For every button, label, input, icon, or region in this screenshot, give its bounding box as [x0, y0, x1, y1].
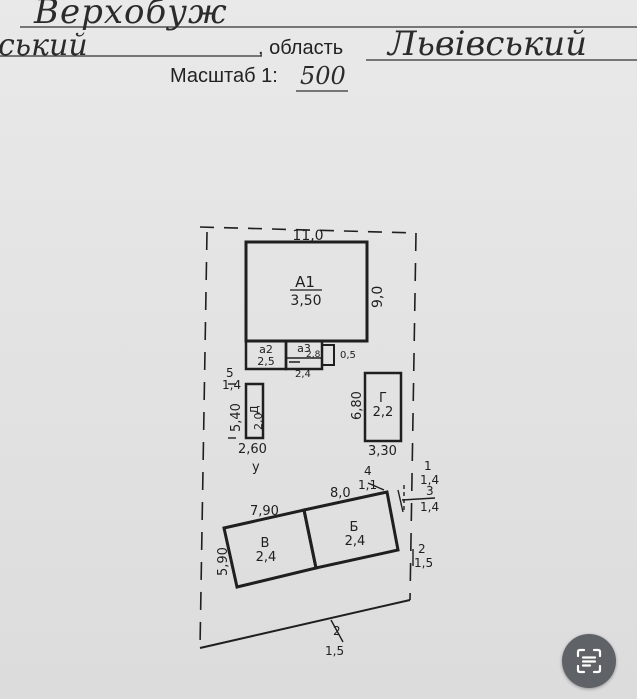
dim-v-top: 7,90 [250, 504, 279, 519]
building-v [222, 508, 318, 589]
dim-g-side: 6,80 [350, 391, 365, 420]
building-b [302, 490, 400, 570]
scale-label: Масштаб 1: [170, 65, 278, 87]
dim-b-top: 8,0 [330, 486, 351, 501]
mark-5: 5 [226, 366, 234, 380]
mark-2: 2 [418, 542, 426, 556]
dim-d-bottom: 2,60 [238, 442, 267, 457]
mark-1-dist: 1,4 [420, 473, 439, 487]
building-g [363, 371, 403, 443]
mark-2b-dist: 1,5 [325, 644, 344, 658]
dim-g-bottom: 3,30 [368, 444, 397, 459]
mark-4-dist: 1,1 [358, 478, 377, 492]
mark-4: 4 [364, 464, 372, 478]
label-a3-letter: а3 [297, 342, 311, 355]
document-scan-icon [576, 648, 602, 674]
dim-a1-top: 11,0 [292, 228, 323, 244]
label-d-below: у [252, 460, 260, 475]
label-b-letter: Б [350, 520, 359, 535]
plot-boundary-left [199, 231, 208, 649]
scale-value: 500 [300, 62, 346, 90]
oblast-value: Львівський [388, 24, 587, 64]
label-a1-height: 3,50 [290, 293, 321, 309]
district-name-tail: ський [0, 28, 88, 63]
label-v-letter: В [261, 536, 270, 551]
label-a2-height: 2,5 [257, 355, 275, 368]
small-porch [321, 344, 335, 366]
dim-v-side: 5,90 [216, 547, 231, 576]
header-rules [0, 26, 637, 92]
dim-d-side: 5,40 [229, 403, 244, 432]
mark-3: 3 [426, 484, 434, 498]
dim-a3-w: 2,4 [295, 369, 311, 380]
mark-3-dist: 1,4 [420, 500, 439, 514]
mark-2-dist: 1,5 [414, 556, 433, 570]
building-a1 [244, 240, 369, 343]
oblast-label: , область [258, 37, 344, 59]
label-a3-height: 2,8 [306, 350, 321, 360]
label-b-height: 2,4 [345, 534, 366, 549]
label-a1-letter: А1 [295, 273, 315, 291]
label-d-height: 2,0 [252, 413, 265, 431]
mark-5-dist: 1,4 [222, 378, 241, 392]
label-g-letter: Г [379, 391, 387, 406]
label-d-letter: Д [248, 405, 261, 414]
label-v-height: 2,4 [256, 550, 277, 565]
document-scan-button[interactable] [562, 634, 616, 688]
dim-a1-side: 9,0 [370, 286, 386, 308]
mark-1: 1 [424, 459, 432, 473]
plot-boundary-top [199, 226, 417, 234]
dim-a3-h: 0,5 [340, 350, 356, 361]
mark-2b: 2 [333, 624, 341, 638]
label-g-height: 2,2 [373, 405, 394, 420]
settlement-name: Верхобуж [34, 0, 228, 32]
label-a2-letter: а2 [259, 343, 273, 356]
plot-boundary-bottom [199, 599, 411, 649]
plot-boundary-right [409, 232, 417, 601]
building-d [244, 382, 265, 440]
